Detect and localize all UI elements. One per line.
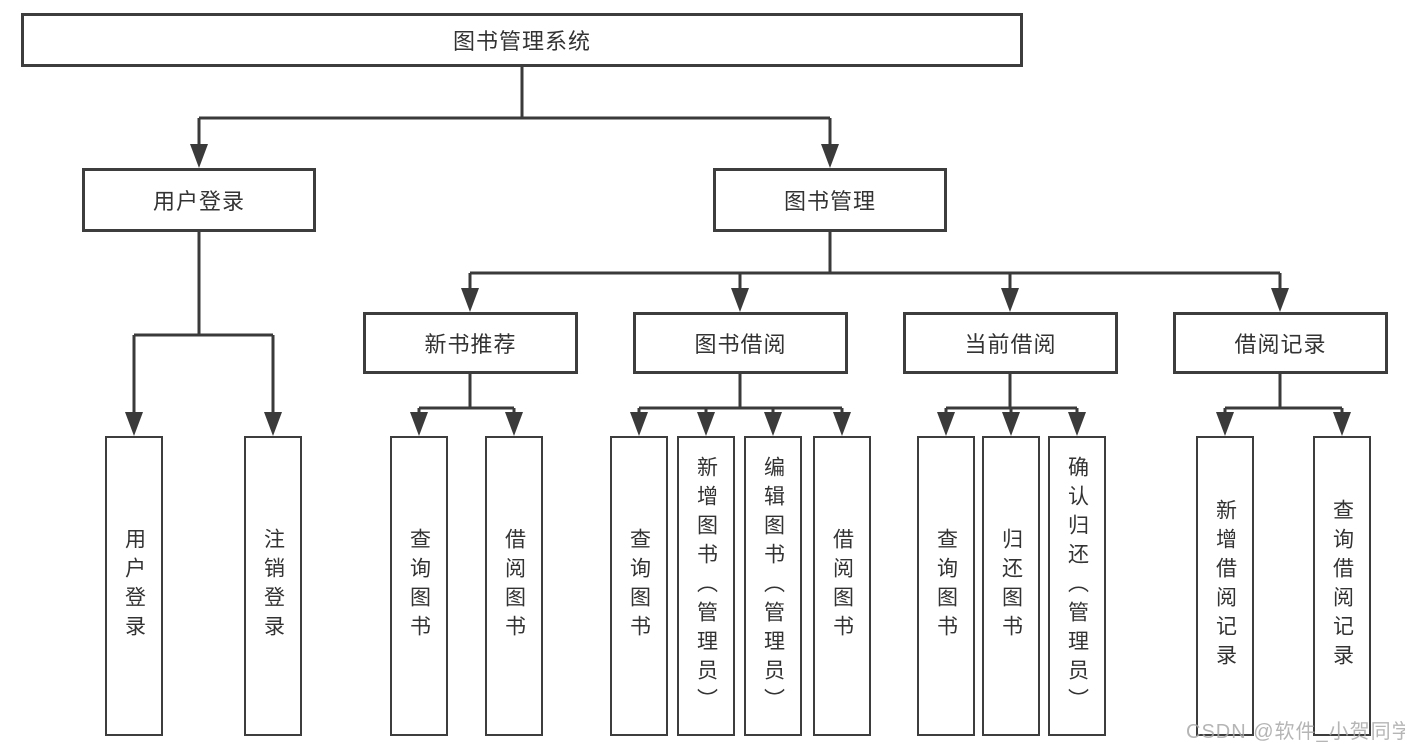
csdn-watermark: CSDN @软件_小贺同学 <box>1186 721 1405 743</box>
arrowhead-icon <box>410 412 428 436</box>
leaf-return-books: 归还图书 <box>982 436 1040 736</box>
arrowhead-icon <box>1271 288 1289 312</box>
leaf-query-borrow-record: 查询借阅记录 <box>1313 436 1371 736</box>
node-current-borrowing: 当前借阅 <box>903 312 1118 374</box>
node-user-login-branch: 用户登录 <box>82 168 316 232</box>
arrowhead-icon <box>505 412 523 436</box>
leaf-add-book-admin: 新增图书（管理员） <box>677 436 735 736</box>
arrowhead-icon <box>1216 412 1234 436</box>
arrowhead-icon <box>833 412 851 436</box>
arrowhead-icon <box>1002 412 1020 436</box>
node-book-management-branch: 图书管理 <box>713 168 947 232</box>
arrowhead-icon <box>264 412 282 436</box>
leaf-query-books-borrowing: 查询图书 <box>610 436 668 736</box>
arrowhead-icon <box>1001 288 1019 312</box>
arrowhead-icon <box>190 144 208 168</box>
leaf-user-login: 用户登录 <box>105 436 163 736</box>
leaf-confirm-return-admin: 确认归还（管理员） <box>1048 436 1106 736</box>
leaf-logout: 注销登录 <box>244 436 302 736</box>
arrowhead-icon <box>1333 412 1351 436</box>
arrowhead-icon <box>1068 412 1086 436</box>
arrowheads <box>125 144 1351 436</box>
leaf-add-borrow-record: 新增借阅记录 <box>1196 436 1254 736</box>
arrowhead-icon <box>764 412 782 436</box>
arrowhead-icon <box>461 288 479 312</box>
arrowhead-icon <box>125 412 143 436</box>
leaf-borrow-books-borrowing: 借阅图书 <box>813 436 871 736</box>
leaf-query-books-current: 查询图书 <box>917 436 975 736</box>
arrowhead-icon <box>731 288 749 312</box>
arrowhead-icon <box>821 144 839 168</box>
arrowhead-icon <box>630 412 648 436</box>
leaf-borrow-books-recommendation: 借阅图书 <box>485 436 543 736</box>
leaf-edit-book-admin: 编辑图书（管理员） <box>744 436 802 736</box>
node-book-borrowing: 图书借阅 <box>633 312 848 374</box>
node-new-book-recommendation: 新书推荐 <box>363 312 578 374</box>
node-borrowing-records: 借阅记录 <box>1173 312 1388 374</box>
leaf-query-books-recommendation: 查询图书 <box>390 436 448 736</box>
node-library-management-system: 图书管理系统 <box>21 13 1023 67</box>
arrowhead-icon <box>937 412 955 436</box>
arrowhead-icon <box>697 412 715 436</box>
